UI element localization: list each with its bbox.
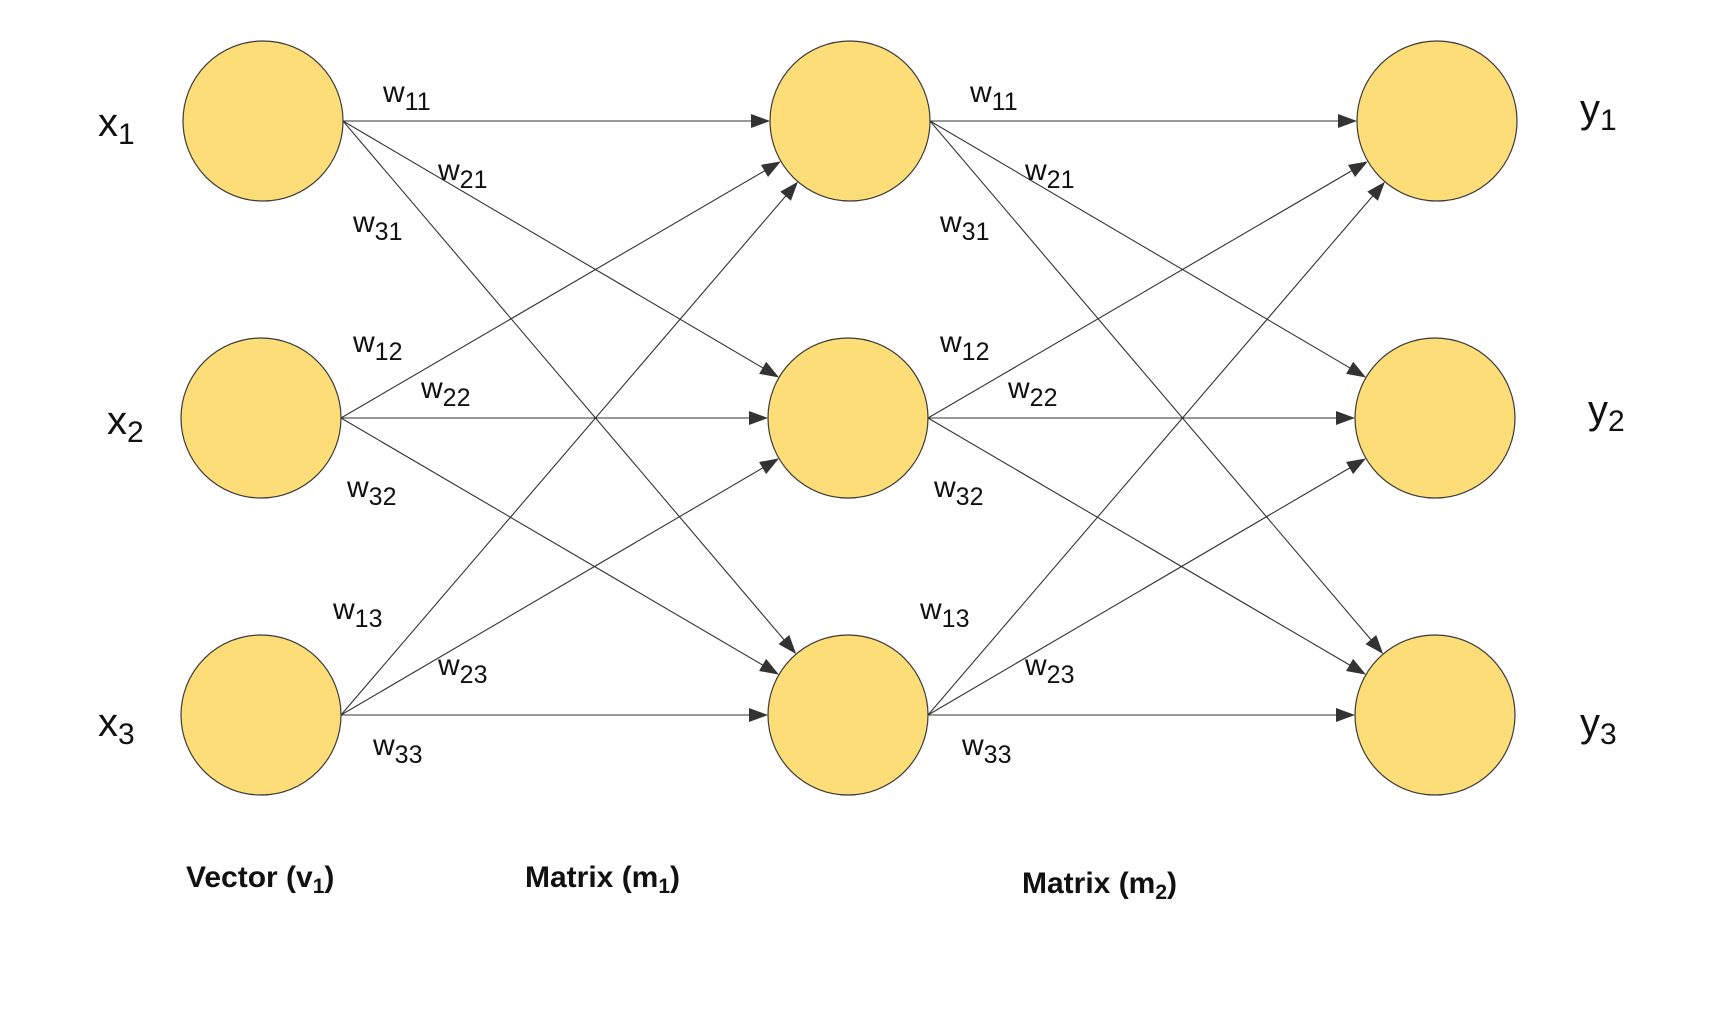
caption-matrix-m1: Matrix (m1)	[525, 861, 680, 898]
hidden-node-1	[769, 40, 931, 202]
weight-label-m1-w11: w11	[382, 76, 431, 116]
weight-label-m1-w13: w13	[332, 593, 382, 633]
weight-label-m1-w31: w31	[352, 206, 402, 246]
connection-input2-to-hidden3-arrowhead	[759, 658, 779, 675]
weight-label-m2-w31: w31	[939, 206, 989, 246]
weights-m1: w11 w21 w31 w12 w22 w32 w13 w23 w33	[332, 76, 487, 769]
connection-input2-to-hidden1	[340, 169, 767, 419]
output-label-y1: y1	[1580, 87, 1617, 137]
output-label-y2: y2	[1588, 388, 1625, 438]
input-labels: x1 x2 x3	[98, 101, 144, 751]
connection-hidden1-to-output2-arrowhead	[1346, 361, 1367, 378]
input-label-x3: x3	[98, 701, 135, 751]
weight-label-m2-w13: w13	[919, 593, 969, 633]
weight-label-m2-w21: w21	[1024, 154, 1074, 194]
connection-hidden3-to-output1-arrowhead	[1367, 181, 1385, 201]
weight-label-m2-w22: w22	[1007, 372, 1057, 412]
connection-input3-to-hidden2	[340, 466, 765, 716]
connection-input3-to-hidden2-arrowhead	[759, 458, 779, 475]
hidden-node-3	[767, 634, 929, 796]
connection-hidden1-to-output2	[929, 120, 1352, 370]
output-node-3	[1354, 634, 1516, 796]
input-label-x1: x1	[98, 101, 135, 151]
connection-input2-to-hidden1-arrowhead	[760, 161, 781, 177]
connection-hidden2-to-output1-arrowhead	[1347, 161, 1368, 177]
weights-m2: w11 w21 w31 w12 w22 w32 w13 w23 w33	[919, 76, 1074, 769]
input-node-3	[180, 634, 342, 796]
connection-hidden1-to-output1-arrowhead	[1338, 114, 1357, 128]
captions: Vector (v1) Matrix (m1) Matrix (m2)	[186, 861, 1177, 904]
weight-label-m2-w23: w23	[1024, 649, 1074, 689]
connection-input2-to-hidden2-arrowhead	[749, 411, 768, 425]
connection-hidden2-to-output1	[927, 169, 1354, 419]
weight-label-m2-w32: w32	[933, 471, 983, 511]
weight-label-m1-w33: w33	[372, 729, 422, 769]
connection-hidden2-to-output3	[927, 417, 1352, 667]
connection-input3-to-hidden1	[340, 194, 788, 716]
connection-input1-to-hidden2-arrowhead	[759, 361, 780, 378]
connection-input3-to-hidden3-arrowhead	[749, 708, 768, 722]
output-node-2	[1354, 337, 1516, 499]
connection-hidden1-to-output3-arrowhead	[1365, 635, 1384, 655]
connection-hidden3-to-output2	[927, 466, 1352, 716]
connection-input1-to-hidden2	[342, 120, 765, 370]
connection-hidden2-to-output3-arrowhead	[1346, 658, 1366, 675]
connection-hidden2-to-output2-arrowhead	[1336, 411, 1355, 425]
weight-label-m1-w23: w23	[437, 649, 487, 689]
connection-hidden3-to-output3-arrowhead	[1336, 708, 1355, 722]
connection-input3-to-hidden1-arrowhead	[780, 181, 798, 201]
output-labels: y1 y2 y3	[1580, 87, 1625, 751]
weight-label-m2-w11: w11	[969, 76, 1018, 116]
hidden-node-2	[767, 337, 929, 499]
connection-hidden1-to-output3	[929, 120, 1373, 642]
weight-label-m1-w21: w21	[437, 154, 487, 194]
weight-label-m1-w32: w32	[346, 471, 396, 511]
weight-label-m2-w33: w33	[961, 729, 1011, 769]
neurons	[180, 40, 1518, 796]
connection-input1-to-hidden3	[342, 120, 786, 642]
connection-hidden3-to-output2-arrowhead	[1346, 458, 1366, 475]
output-node-1	[1356, 40, 1518, 202]
weight-label-m2-w12: w12	[939, 326, 989, 366]
caption-vector-v1: Vector (v1)	[186, 861, 334, 898]
weight-label-m1-w12: w12	[352, 326, 402, 366]
caption-matrix-m2: Matrix (m2)	[1022, 867, 1177, 904]
connection-hidden3-to-output1	[927, 194, 1375, 716]
connection-input2-to-hidden3	[340, 417, 765, 667]
input-node-1	[182, 40, 344, 202]
input-node-2	[180, 337, 342, 499]
connection-input1-to-hidden3-arrowhead	[778, 635, 797, 655]
connections	[340, 114, 1385, 722]
connection-input1-to-hidden1-arrowhead	[751, 114, 770, 128]
output-label-y3: y3	[1580, 701, 1617, 751]
weight-label-m1-w22: w22	[420, 372, 470, 412]
input-label-x2: x2	[107, 399, 144, 449]
